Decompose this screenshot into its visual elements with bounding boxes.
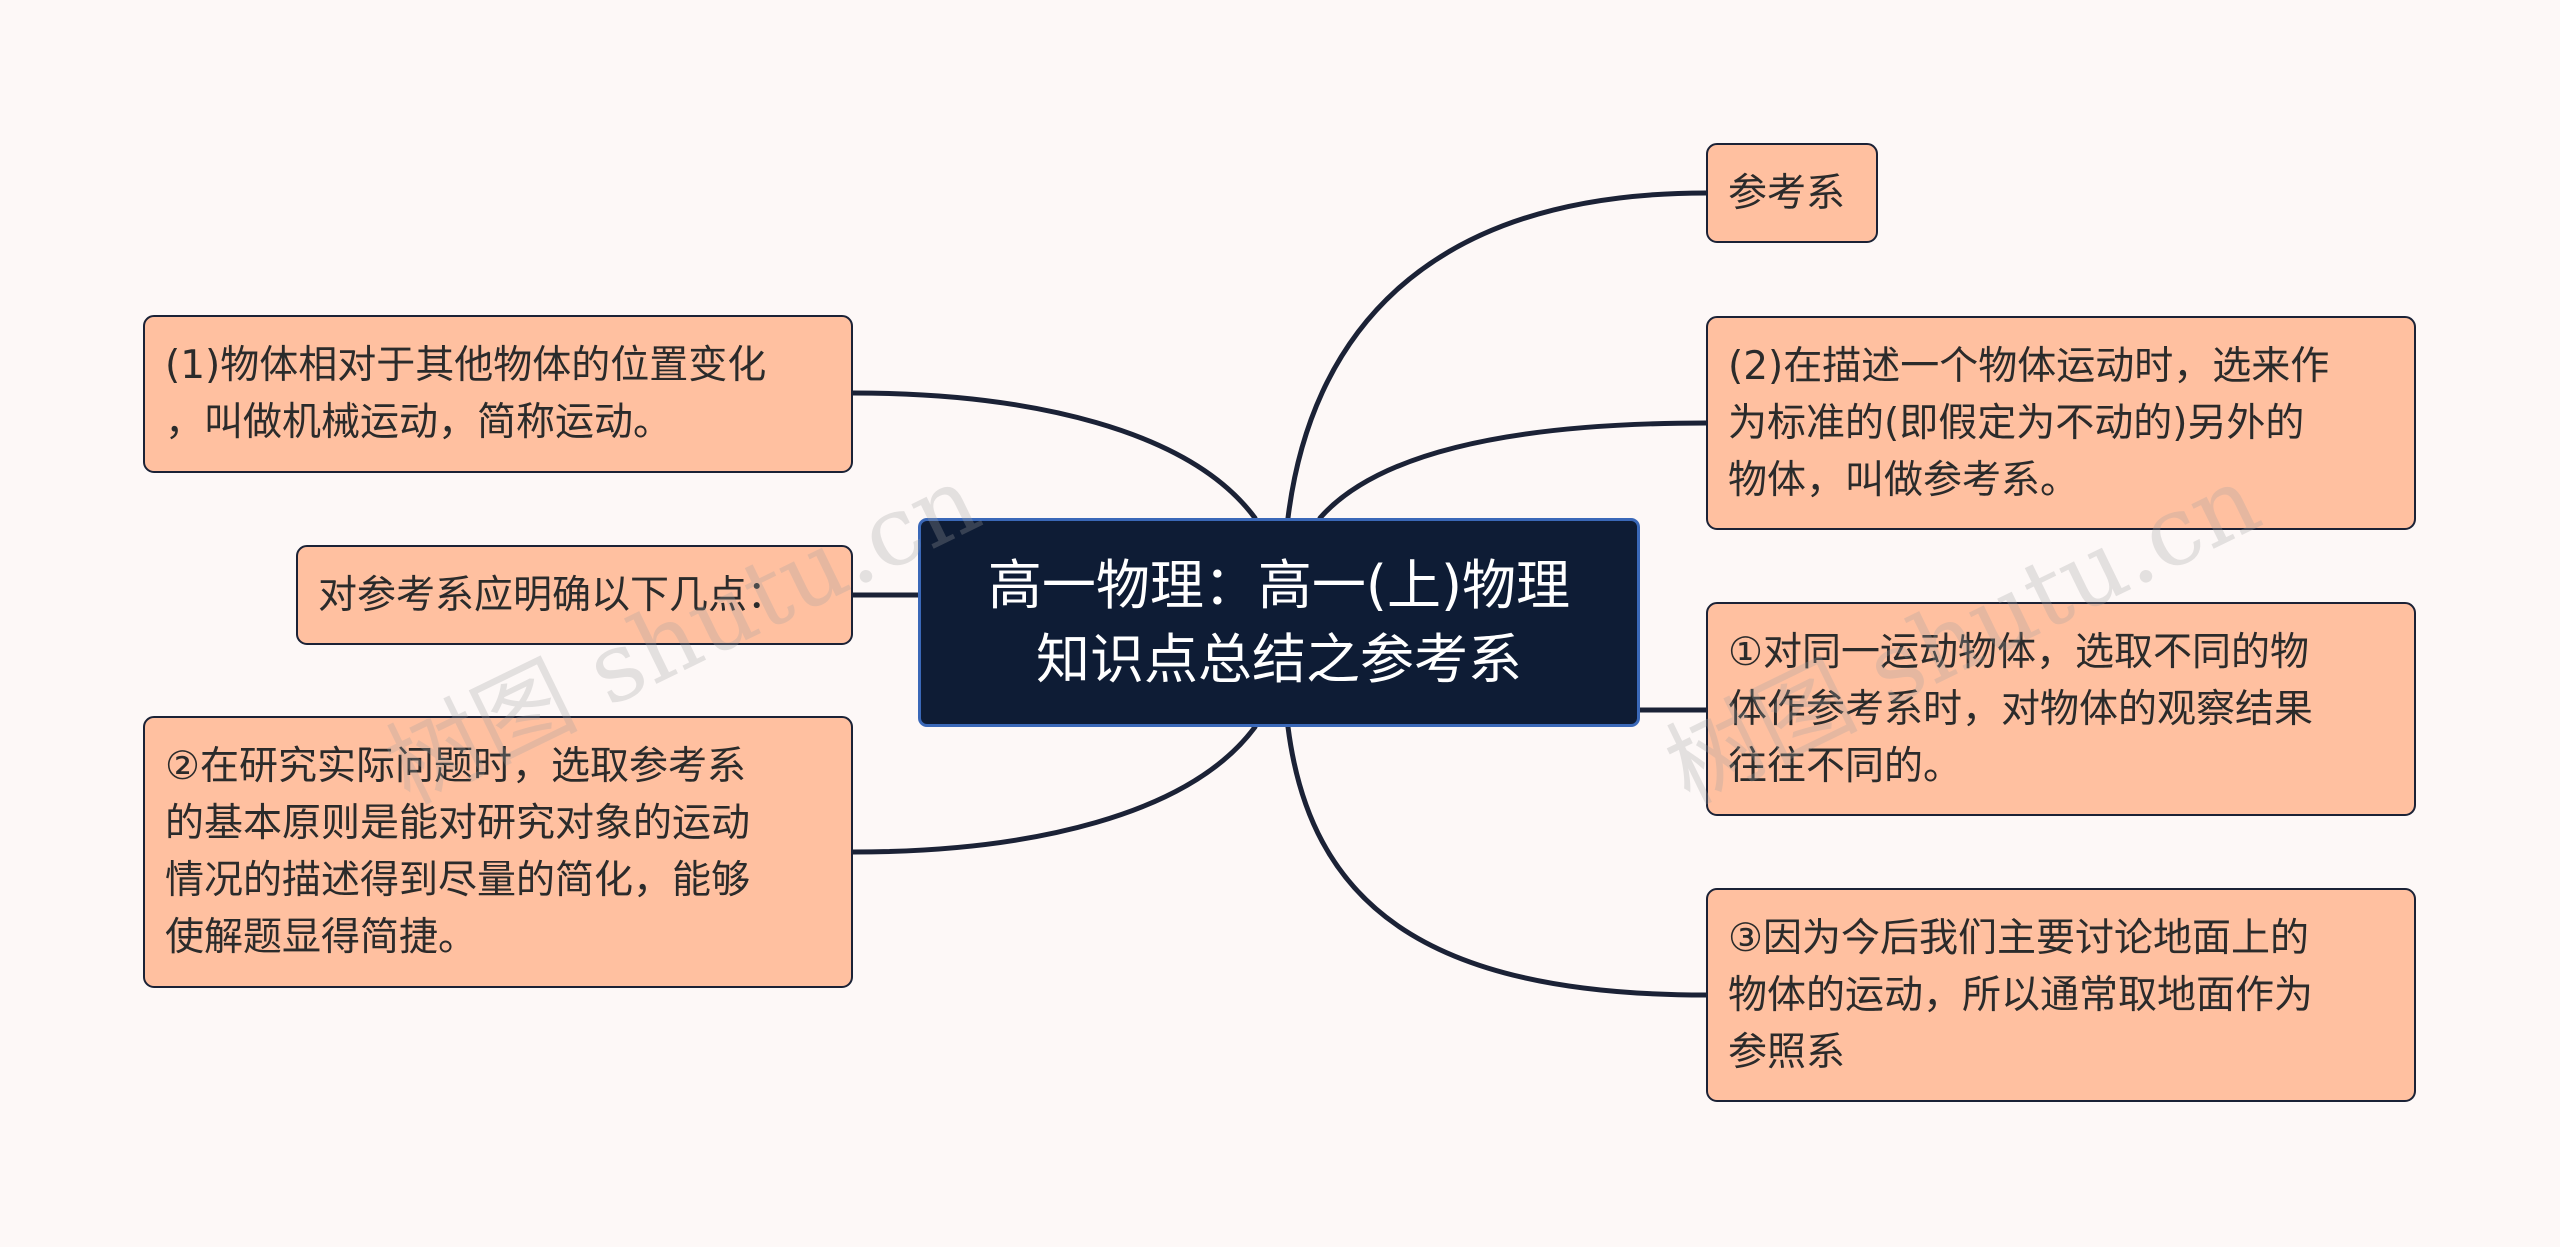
connector-reference-frame [1285, 190, 1709, 521]
topic-definition-text: (2)在描述一个物体运动时，选来作 为标准的(即假定为不动的)另外的 物体，叫做… [1728, 343, 2330, 503]
topic-point-2-text: ②在研究实际问题时，选取参考系 的基本原则是能对研究对象的运动 情况的描述得到尽… [165, 744, 751, 960]
topic-mechanical-motion-text: (1)物体相对于其他物体的位置变化 ，叫做机械运动，简称运动。 [165, 343, 767, 445]
topic-definition[interactable]: (2)在描述一个物体运动时，选来作 为标准的(即假定为不动的)另外的 物体，叫做… [1706, 316, 2416, 530]
connector-point-3 [1285, 724, 1709, 998]
connector-mechanical-motion [850, 390, 1258, 521]
topic-point-3[interactable]: ③因为今后我们主要讨论地面上的 物体的运动，所以通常取地面作为 参照系 [1706, 888, 2416, 1102]
topic-mechanical-motion[interactable]: (1)物体相对于其他物体的位置变化 ，叫做机械运动，简称运动。 [143, 315, 853, 473]
topic-point-1[interactable]: ①对同一运动物体，选取不同的物 体作参考系时，对物体的观察结果 往往不同的。 [1706, 602, 2416, 816]
connector-point-2 [850, 724, 1258, 855]
root-topic[interactable]: 高一物理：高一(上)物理 知识点总结之参考系 [918, 518, 1640, 727]
root-topic-text: 高一物理：高一(上)物理 知识点总结之参考系 [987, 553, 1571, 691]
topic-point-1-text: ①对同一运动物体，选取不同的物 体作参考系时，对物体的观察结果 往往不同的。 [1728, 629, 2314, 789]
topic-reference-frame-text: 参考系 [1728, 170, 1846, 216]
topic-point-2[interactable]: ②在研究实际问题时，选取参考系 的基本原则是能对研究对象的运动 情况的描述得到尽… [143, 716, 853, 988]
topic-reference-frame[interactable]: 参考系 [1706, 143, 1878, 243]
connector-definition [1317, 420, 1709, 521]
topic-points-header-text: 对参考系应明确以下几点： [318, 572, 787, 618]
topic-points-header[interactable]: 对参考系应明确以下几点： [296, 545, 853, 645]
topic-point-3-text: ③因为今后我们主要讨论地面上的 物体的运动，所以通常取地面作为 参照系 [1728, 915, 2314, 1075]
